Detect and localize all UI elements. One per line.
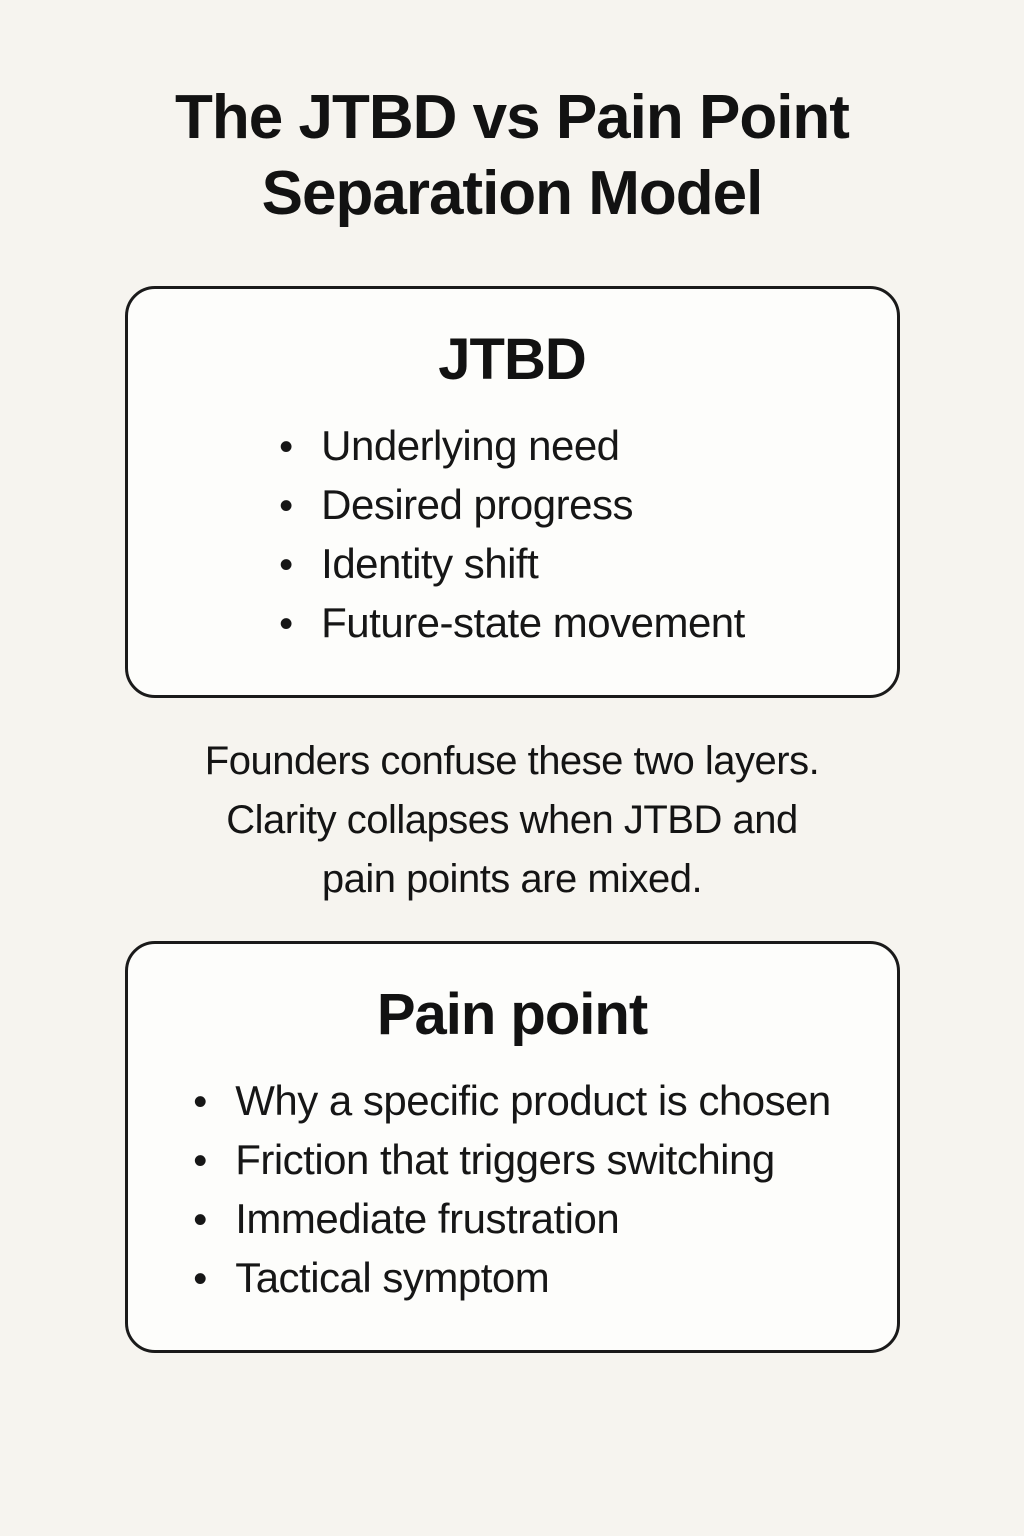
connector-note-line-1: Founders confuse these two layers. <box>204 739 820 783</box>
page-title-line-1: The JTBD vs Pain Point <box>175 83 850 152</box>
jtbd-bullet-item: Identity shift <box>279 535 745 594</box>
pain-point-bullet-item: Friction that triggers switching <box>193 1131 831 1190</box>
pain-point-card: Pain point Why a specific product is cho… <box>124 941 900 1353</box>
jtbd-bullet-item: Future-state movement <box>279 594 745 653</box>
pain-point-bullet-item: Immediate frustration <box>193 1190 831 1249</box>
jtbd-card: JTBD Underlying need Desired progress Id… <box>124 286 900 698</box>
pain-point-bullet-list: Why a specific product is chosen Frictio… <box>193 1072 831 1308</box>
pain-point-card-heading: Pain point <box>376 982 648 1047</box>
page-title-line-2: Separation Model <box>261 159 764 228</box>
jtbd-bullet-list: Underlying need Desired progress Identit… <box>279 417 745 653</box>
connector-note: Founders confuse these two layers. Clari… <box>122 732 902 909</box>
pain-point-bullet-item: Tactical symptom <box>193 1249 831 1308</box>
connector-note-line-2: Clarity collapses when JTBD and <box>226 798 798 842</box>
page-title: The JTBD vs Pain Point Separation Model <box>132 80 892 232</box>
jtbd-bullet-item: Underlying need <box>279 417 745 476</box>
pain-point-bullet-item: Why a specific product is chosen <box>193 1072 831 1131</box>
connector-note-line-3: pain points are mixed. <box>321 857 703 901</box>
jtbd-card-heading: JTBD <box>438 327 586 392</box>
jtbd-bullet-item: Desired progress <box>279 476 745 535</box>
